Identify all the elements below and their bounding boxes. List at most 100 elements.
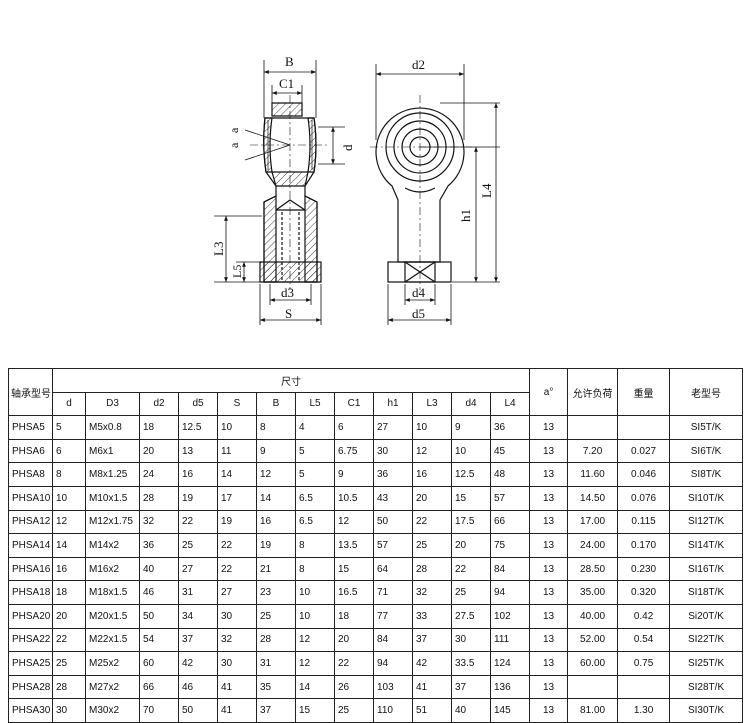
cell-model: PHSA8 [8, 462, 53, 487]
cell-d2: 70 [139, 698, 179, 723]
label-d: d [340, 144, 355, 151]
cell-d4: 10 [451, 438, 491, 464]
cell-l3: 51 [412, 698, 452, 723]
cell-model: PHSA28 [8, 674, 53, 700]
cell-d4: 22 [451, 556, 491, 582]
side-section-view [244, 95, 330, 290]
cell-h1: 77 [373, 603, 413, 629]
cell-d4: 40 [451, 698, 491, 723]
cell-angle: 13 [529, 509, 569, 535]
header-dim-h1: h1 [373, 391, 413, 417]
header-angle: a° [529, 367, 569, 417]
cell-load: 35.00 [567, 580, 619, 605]
header-dim-d4: d4 [451, 391, 491, 417]
cell-d: 8 [52, 462, 86, 487]
cell-weight: 0.75 [617, 651, 671, 676]
cell-d4: 33.5 [451, 651, 491, 676]
cell-l5: 4 [295, 415, 335, 440]
cell-d2: 60 [139, 651, 179, 676]
cell-model: PHSA5 [8, 415, 53, 440]
header-weight: 重量 [617, 367, 671, 417]
label-B: B [285, 54, 294, 69]
cell-l4: 94 [489, 580, 531, 605]
cell-c1: 13.5 [334, 533, 374, 558]
cell-old-model: SI5T/K [669, 415, 744, 440]
cell-d4: 30 [451, 627, 491, 653]
cell-weight: 0.027 [617, 438, 671, 464]
cell-l3: 12 [412, 438, 452, 464]
cell-h1: 110 [373, 698, 413, 723]
label-a-top: a [227, 127, 241, 133]
cell-b: 23 [256, 580, 296, 605]
cell-b: 28 [256, 627, 296, 653]
cell-l5: 12 [295, 627, 335, 653]
cell-d4: 17.5 [451, 509, 491, 535]
cell-l5: 6.5 [295, 485, 335, 511]
header-load: 允许负荷 [567, 367, 619, 417]
cell-d: 20 [52, 603, 86, 629]
cell-l5: 5 [295, 438, 335, 464]
cell-old-model: SI30T/K [669, 698, 744, 723]
cell-d2: 54 [139, 627, 179, 653]
cell-l5: 5 [295, 462, 335, 487]
cell-b: 12 [256, 462, 296, 487]
cell-d5: 46 [178, 674, 218, 700]
cell-s: 22 [217, 533, 257, 558]
cell-angle: 13 [529, 415, 569, 440]
front-view [370, 95, 472, 290]
header-dim-d3: D3 [85, 391, 140, 417]
cell-load [567, 415, 619, 440]
cell-d5: 19 [178, 485, 218, 511]
header-old-model: 老型号 [669, 367, 744, 417]
cell-old-model: SI6T/K [669, 438, 744, 464]
cell-h1: 43 [373, 485, 413, 511]
cell-s: 11 [217, 438, 257, 464]
cell-h1: 71 [373, 580, 413, 605]
cell-s: 41 [217, 674, 257, 700]
cell-d5: 42 [178, 651, 218, 676]
cell-d: 14 [52, 533, 86, 558]
cell-load: 28.50 [567, 556, 619, 582]
cell-b: 35 [256, 674, 296, 700]
cell-old-model: SI10T/K [669, 485, 744, 511]
label-a-bottom: a [227, 142, 241, 148]
cell-load: 60.00 [567, 651, 619, 676]
cell-load: 24.00 [567, 533, 619, 558]
cell-h1: 36 [373, 462, 413, 487]
cell-s: 41 [217, 698, 257, 723]
side-view-dimensions [214, 60, 345, 325]
cell-model: PHSA6 [8, 438, 53, 464]
header-dim-l3: L3 [412, 391, 452, 417]
cell-l4: 45 [489, 438, 531, 464]
header-dim-d2: d2 [139, 391, 179, 417]
cell-d: 30 [52, 698, 86, 723]
cell-h1: 27 [373, 415, 413, 440]
cell-load: 17.00 [567, 509, 619, 535]
cell-s: 27 [217, 580, 257, 605]
label-h1: h1 [458, 209, 473, 222]
cell-angle: 13 [529, 651, 569, 676]
cell-model: PHSA14 [8, 533, 53, 558]
cell-c1: 20 [334, 627, 374, 653]
label-L3: L3 [211, 242, 226, 256]
cell-l4: 66 [489, 509, 531, 535]
cell-l3: 20 [412, 485, 452, 511]
cell-load: 52.00 [567, 627, 619, 653]
cell-d4: 27.5 [451, 603, 491, 629]
cell-d5: 50 [178, 698, 218, 723]
cell-model: PHSA18 [8, 580, 53, 605]
label-C1: C1 [279, 76, 294, 91]
cell-weight: 0.046 [617, 462, 671, 487]
cell-angle: 13 [529, 603, 569, 629]
front-view-dimensions [375, 64, 500, 325]
cell-c1: 16.5 [334, 580, 374, 605]
cell-b: 8 [256, 415, 296, 440]
cell-b: 21 [256, 556, 296, 582]
